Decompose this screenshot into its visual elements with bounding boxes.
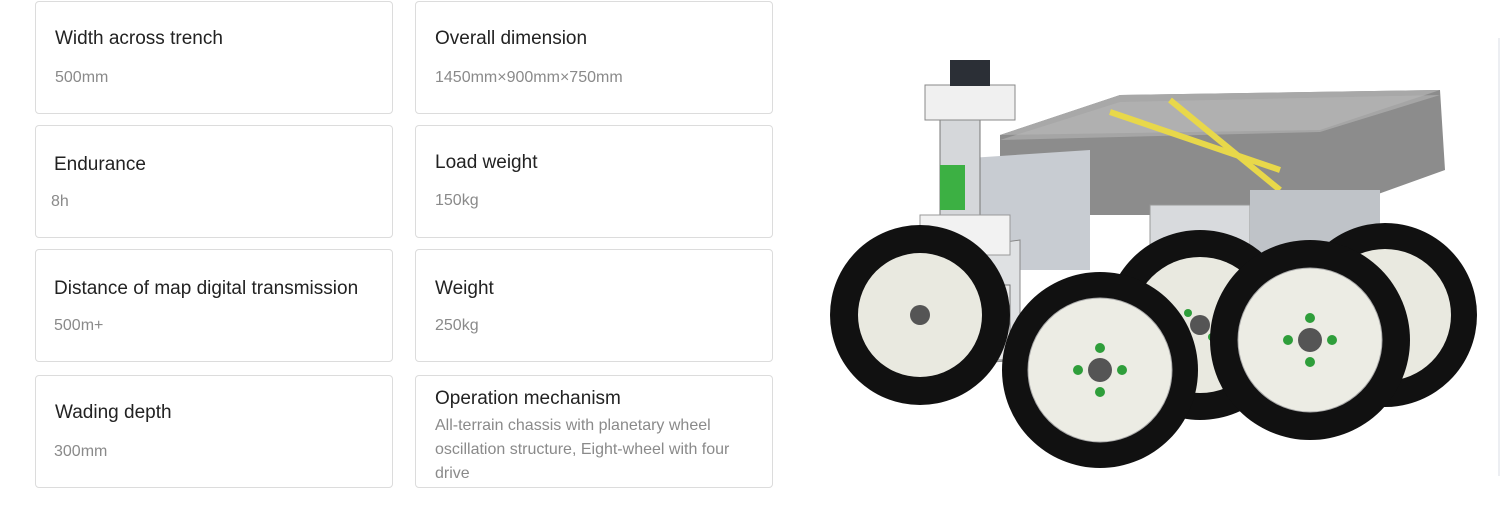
spec-card-map-transmission-distance: Distance of map digital transmission 500…: [35, 249, 393, 362]
spec-card-overall-dimension: Overall dimension 1450mm×900mm×750mm: [415, 1, 773, 114]
spec-value: 500mm: [55, 69, 109, 86]
spec-title: Width across trench: [55, 28, 223, 49]
spec-value: 150kg: [435, 192, 479, 209]
spec-title: Operation mechanism: [435, 388, 621, 409]
spec-value: 300mm: [54, 443, 108, 460]
stone-cargo: [1000, 90, 1445, 215]
spec-title: Weight: [435, 278, 494, 299]
wheels: [830, 223, 1477, 468]
spec-title: Wading depth: [55, 402, 172, 423]
spec-card-wading-depth: Wading depth 300mm: [35, 375, 393, 488]
spec-card-operation-mechanism: Operation mechanism All-terrain chassis …: [415, 375, 773, 488]
spec-title: Overall dimension: [435, 28, 588, 49]
spec-title: Load weight: [435, 152, 538, 173]
scrollbar-track[interactable]: [1498, 38, 1500, 476]
spec-value: 8h: [51, 193, 69, 210]
spec-value: 250kg: [435, 317, 479, 334]
spec-value: 1450mm×900mm×750mm: [435, 69, 623, 86]
sensor-mast: [919, 60, 1016, 261]
spec-card-width-across-trench: Width across trench 500mm: [35, 1, 393, 114]
spec-title: Distance of map digital transmission: [54, 278, 359, 299]
spec-value: 500m+: [54, 317, 104, 334]
spec-card-load-weight: Load weight 150kg: [415, 125, 773, 238]
robot-vehicle-image: [830, 60, 1477, 468]
spec-card-endurance: Endurance 8h: [35, 125, 393, 238]
spec-value: All-terrain chassis with planetary wheel…: [435, 417, 730, 482]
spec-card-weight: Weight 250kg: [415, 249, 773, 362]
spec-title: Endurance: [54, 154, 146, 175]
